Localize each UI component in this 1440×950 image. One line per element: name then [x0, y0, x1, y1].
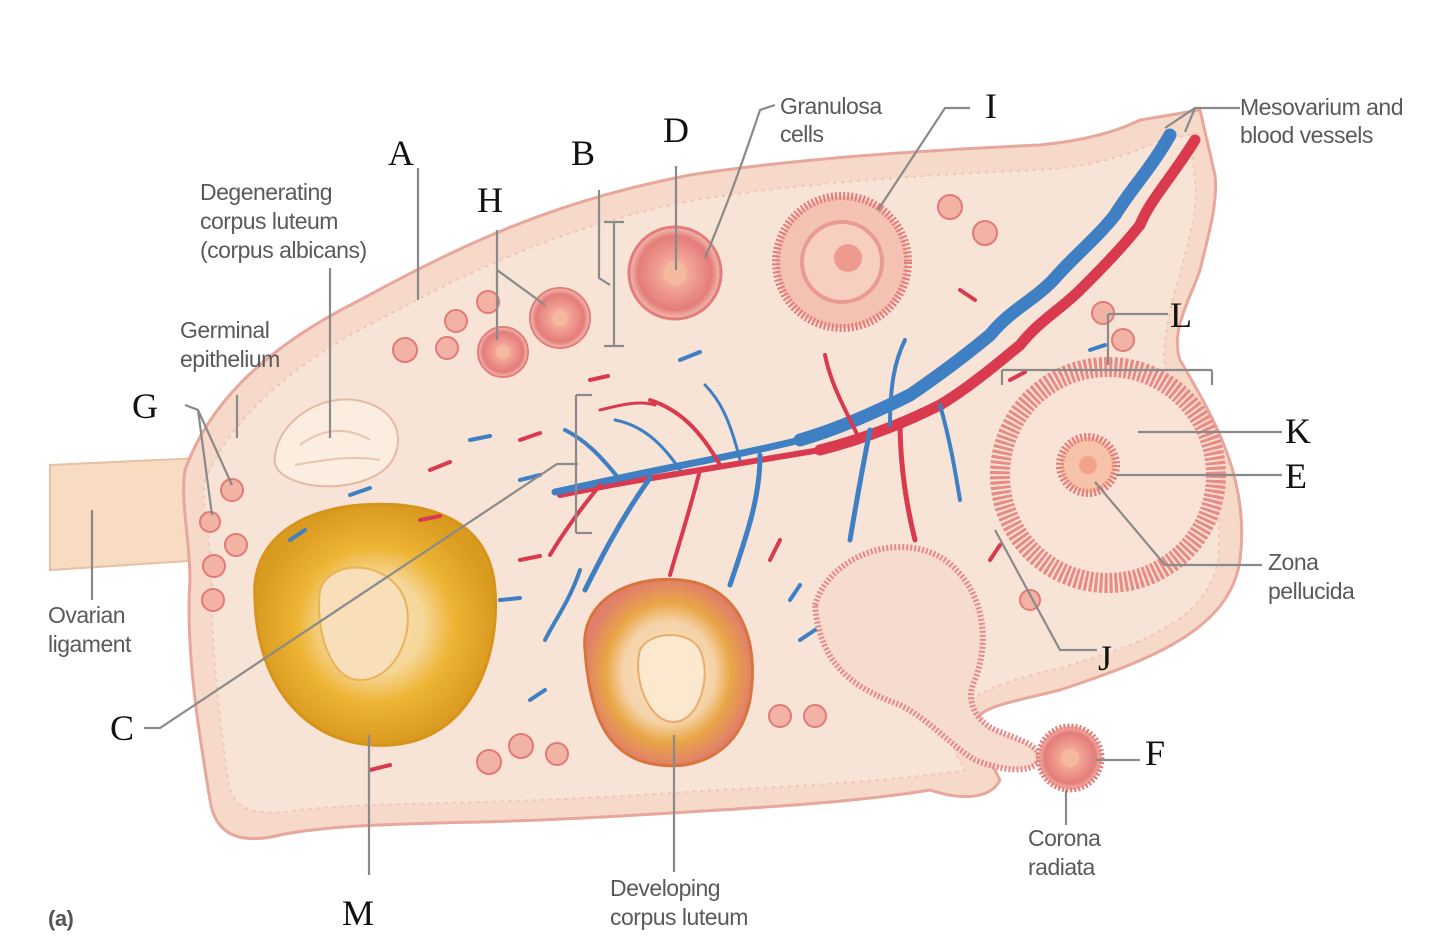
mature-corpus-luteum [253, 502, 498, 747]
letter-G: G [132, 386, 158, 426]
letter-C: C [110, 708, 134, 748]
label-ovarian-ligament: Ovarian ligament [48, 602, 132, 657]
corpus-albicans [273, 398, 400, 488]
letter-B: B [571, 133, 595, 173]
letter-E: E [1285, 456, 1307, 496]
follicle-I [772, 192, 912, 332]
follicle-H-small [477, 326, 529, 378]
follicle-H-large [529, 287, 591, 349]
label-mesovarium: Mesovarium and blood vessels [1240, 94, 1409, 148]
label-granulosa-cells: Granulosa cells [780, 93, 888, 147]
label-developing-corpus-luteum: Developing corpus luteum [610, 875, 748, 930]
letter-I: I [985, 86, 997, 126]
letter-labels: A B D H I L K E J F G C M [110, 86, 1311, 933]
letter-D: D [663, 110, 689, 150]
ovarian-ligament-shape [49, 456, 207, 572]
letter-M: M [342, 893, 374, 933]
ruptured-follicle [811, 544, 1044, 773]
letter-J: J [1098, 638, 1112, 678]
letter-H: H [477, 180, 503, 220]
label-germinal-epithelium: Germinal epithelium [180, 317, 280, 372]
developing-corpus-luteum [583, 577, 754, 768]
vessel-fragments [288, 288, 1107, 772]
letter-A: A [388, 133, 414, 173]
leader-lines [90, 103, 1282, 875]
letter-L: L [1170, 295, 1192, 335]
follicle-F-ovulated [1035, 723, 1105, 793]
figure-tag: (a) [48, 906, 74, 931]
text-labels: Granulosa cells Mesovarium and blood ves… [48, 93, 1409, 931]
label-degenerating-corpus-luteum: Degenerating corpus luteum (corpus albic… [200, 179, 367, 263]
letter-K: K [1285, 411, 1311, 451]
label-corona-radiata: Corona radiata [1028, 825, 1106, 880]
blood-vessels [543, 128, 1201, 642]
letter-F: F [1145, 733, 1165, 773]
label-zona-pellucida: Zona pellucida [1268, 549, 1355, 604]
